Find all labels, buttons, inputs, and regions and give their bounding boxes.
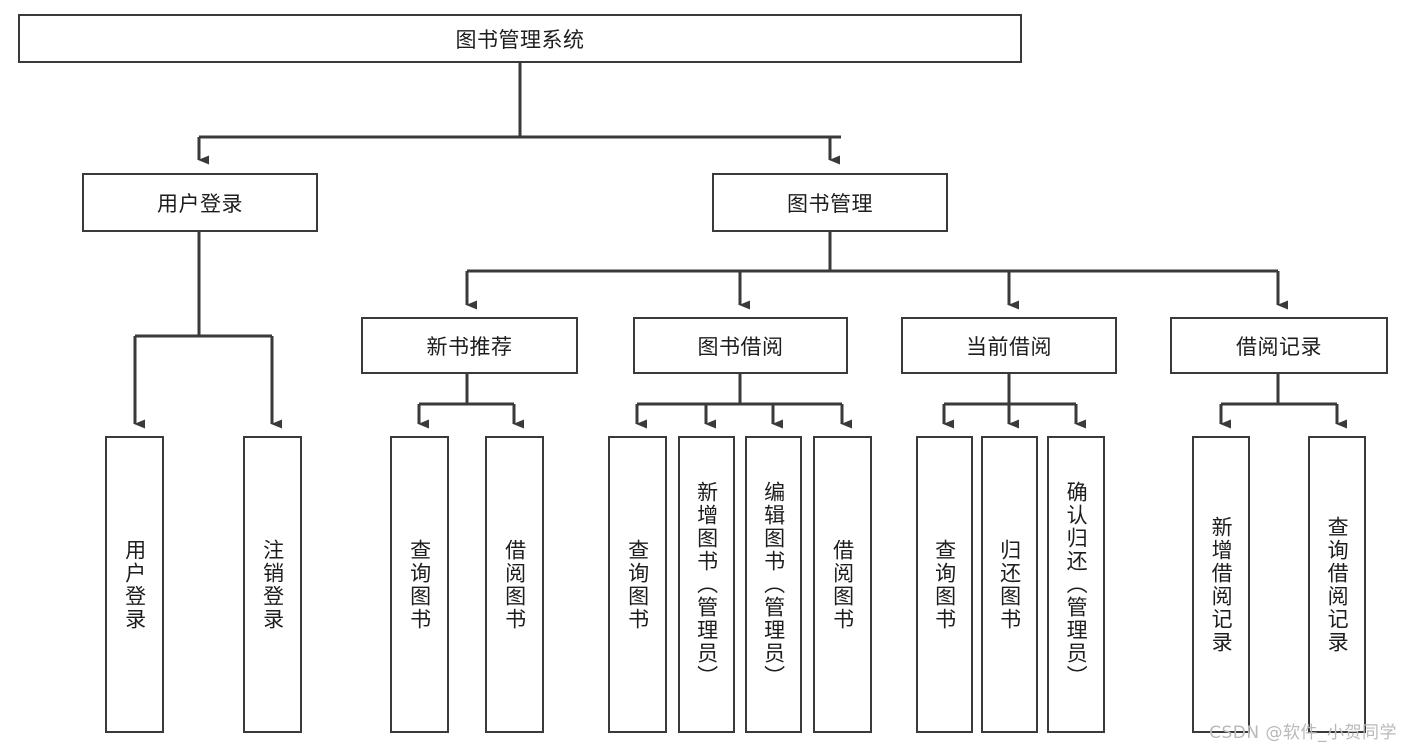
node-new-book-recommend-label: 新书推荐 [426, 334, 513, 359]
node-user-login-label: 用户登录 [157, 191, 243, 216]
node-leaf-edit-book[interactable]: 编辑图书（管理员） [745, 436, 802, 733]
node-leaf-borrow-book-1[interactable]: 借阅图书 [485, 436, 544, 733]
node-leaf-return-book-label: 归还图书 [997, 538, 1022, 631]
node-leaf-confirm-return[interactable]: 确认归还（管理员） [1047, 436, 1105, 733]
node-leaf-borrow-book-2-label: 借阅图书 [830, 538, 855, 631]
node-root-label: 图书管理系统 [455, 27, 585, 52]
node-book-management-label: 图书管理 [787, 191, 873, 216]
node-leaf-logout-login[interactable]: 注销登录 [243, 436, 302, 733]
node-leaf-confirm-return-label: 确认归还（管理员） [1064, 481, 1089, 688]
node-leaf-query-book-3[interactable]: 查询图书 [916, 436, 973, 733]
node-leaf-logout-login-label: 注销登录 [260, 538, 285, 631]
node-leaf-query-book-2[interactable]: 查询图书 [608, 436, 667, 733]
node-leaf-user-login[interactable]: 用户登录 [105, 436, 164, 733]
node-borrow-record[interactable]: 借阅记录 [1170, 317, 1388, 374]
node-leaf-add-book-label: 新增图书（管理员） [694, 481, 719, 688]
node-current-borrow-label: 当前借阅 [966, 334, 1052, 359]
node-book-borrow[interactable]: 图书借阅 [633, 317, 848, 374]
node-root[interactable]: 图书管理系统 [18, 14, 1022, 63]
node-leaf-query-book-3-label: 查询图书 [932, 538, 957, 631]
node-leaf-user-login-label: 用户登录 [122, 538, 147, 631]
node-leaf-query-book-1-label: 查询图书 [407, 538, 432, 631]
node-user-login[interactable]: 用户登录 [82, 173, 318, 232]
node-book-management[interactable]: 图书管理 [712, 173, 948, 232]
node-leaf-add-record[interactable]: 新增借阅记录 [1192, 436, 1250, 733]
node-leaf-query-book-2-label: 查询图书 [625, 538, 650, 631]
node-current-borrow[interactable]: 当前借阅 [901, 317, 1117, 374]
node-leaf-query-record-label: 查询借阅记录 [1325, 515, 1350, 654]
node-leaf-add-record-label: 新增借阅记录 [1209, 515, 1234, 654]
node-borrow-record-label: 借阅记录 [1236, 334, 1322, 359]
node-leaf-query-record[interactable]: 查询借阅记录 [1308, 436, 1366, 733]
node-leaf-return-book[interactable]: 归还图书 [981, 436, 1038, 733]
node-leaf-edit-book-label: 编辑图书（管理员） [761, 481, 786, 688]
node-leaf-add-book[interactable]: 新增图书（管理员） [678, 436, 735, 733]
node-new-book-recommend[interactable]: 新书推荐 [361, 317, 578, 374]
node-leaf-query-book-1[interactable]: 查询图书 [390, 436, 449, 733]
node-book-borrow-label: 图书借阅 [697, 334, 784, 359]
node-leaf-borrow-book-2[interactable]: 借阅图书 [813, 436, 872, 733]
node-leaf-borrow-book-1-label: 借阅图书 [502, 538, 527, 631]
